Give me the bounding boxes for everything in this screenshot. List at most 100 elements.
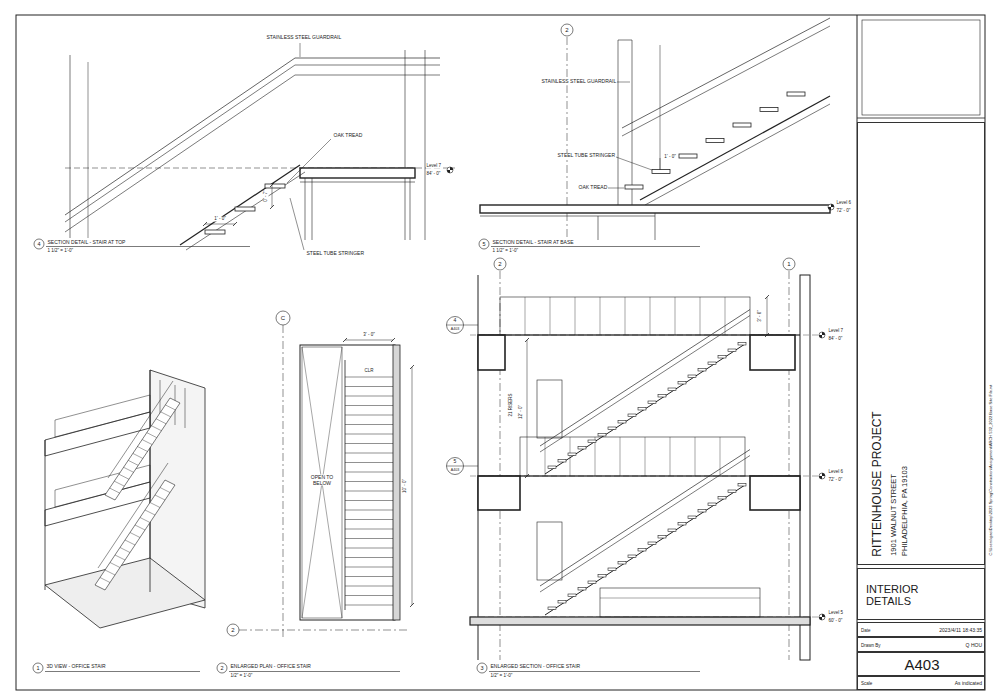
- level-marker: [819, 617, 822, 620]
- level-marker: [819, 476, 822, 479]
- grid-label: 2: [565, 27, 569, 34]
- view-number: 3: [480, 665, 484, 671]
- stringer-plate: [312, 178, 313, 240]
- dimension-tick: [410, 365, 414, 369]
- level-elevation: 72' - 0": [836, 209, 851, 214]
- slab-3d: [45, 558, 205, 628]
- level-name: Level 5: [828, 611, 844, 616]
- steel-tube-stringer: [545, 344, 745, 474]
- stair-enclosure: [300, 345, 395, 620]
- guardrail-post: [570, 437, 571, 476]
- level-marker: [447, 170, 450, 173]
- view-title: ENLARGED SECTION - OFFICE STAIR: [490, 664, 581, 670]
- callout-note: STAINLESS STEEL GUARDRAIL: [266, 35, 342, 41]
- plan-tread: [345, 529, 393, 530]
- callout-note: OAK TREAD: [578, 185, 608, 191]
- level-marker: [822, 473, 825, 476]
- tread-3d: [150, 503, 160, 508]
- guardrail-post: [725, 297, 726, 335]
- dimension-text: CLR: [364, 369, 374, 374]
- wall-line: [410, 178, 411, 240]
- view-number-bubble: [479, 239, 489, 249]
- tread-3d: [115, 555, 125, 560]
- grid-bubble: [227, 624, 239, 636]
- view-number-bubble: [33, 663, 43, 673]
- dimension-tick: [270, 205, 274, 209]
- oak-tread: [618, 562, 626, 565]
- furniture: [600, 588, 760, 617]
- plan-tread: [345, 605, 393, 606]
- view-number: 5: [482, 241, 486, 247]
- plan-tread: [345, 405, 393, 406]
- tread-3d: [138, 447, 148, 452]
- oak-tread: [558, 601, 566, 604]
- grid-bubble: [276, 311, 290, 325]
- oak-tread: [718, 497, 726, 500]
- guardrail-rail: [540, 450, 750, 587]
- plan-tread: [345, 538, 393, 539]
- title-block-edge: [857, 118, 985, 119]
- guardrail-rail: [540, 316, 750, 453]
- dimension-line: [527, 340, 528, 476]
- tread-3d: [133, 453, 143, 458]
- tread-3d: [151, 426, 161, 431]
- door: [537, 380, 562, 438]
- leader-line: [606, 188, 624, 189]
- tread-3d: [155, 495, 165, 500]
- tread-3d: [130, 533, 140, 538]
- slab-line: [300, 182, 415, 183]
- tread-3d: [128, 460, 138, 465]
- dimension-tick: [525, 338, 529, 342]
- tread-3d: [119, 474, 129, 479]
- oak-tread: [588, 581, 596, 584]
- guardrail-post: [575, 297, 576, 335]
- dimension-text: 1' - 0": [214, 217, 226, 222]
- guardrail-post: [625, 297, 626, 335]
- guardrail-3d: [108, 381, 173, 478]
- tread-3d: [147, 433, 157, 438]
- guardrail-rail: [622, 18, 830, 128]
- oak-tread: [688, 375, 696, 378]
- level-name: Level 6: [836, 201, 852, 206]
- oak-tread: [598, 575, 606, 578]
- leader-line: [616, 157, 652, 170]
- floor-opening: [302, 347, 342, 618]
- oak-tread: [608, 568, 616, 571]
- oak-tread: [728, 349, 736, 352]
- guardrail-post: [650, 297, 651, 335]
- level-name: Level 6: [828, 470, 844, 475]
- oak-tread: [760, 108, 778, 112]
- steel-tube-stringer: [180, 165, 300, 245]
- plan-tread: [345, 386, 393, 387]
- scale-row: ScaleAs indicated: [857, 676, 985, 690]
- dimension-text: 21 RISERS: [509, 393, 514, 417]
- stringer-plate: [305, 178, 306, 240]
- column-3d: [45, 440, 46, 590]
- oak-tread: [265, 184, 285, 188]
- tread-3d: [110, 488, 120, 493]
- dimension-line: [767, 297, 768, 335]
- oak-tread: [688, 516, 696, 519]
- level-marker: [819, 335, 822, 338]
- dimension-line: [205, 224, 235, 225]
- title-underline: [46, 246, 250, 247]
- dimension-line: [345, 340, 393, 341]
- plan-tread: [345, 557, 393, 558]
- oak-tread: [706, 139, 724, 143]
- plan-tread: [345, 510, 393, 511]
- view-title: 3D VIEW - OFFICE STAIR: [46, 664, 106, 670]
- oak-tread: [578, 447, 586, 450]
- guardrail-post: [620, 437, 621, 476]
- slab-edge: [750, 476, 800, 510]
- guardrail-rail: [622, 26, 830, 136]
- tread-3d: [156, 419, 166, 424]
- view-scale: 1 1/2" = 1'-0": [47, 249, 74, 254]
- guardrail-post: [550, 297, 551, 335]
- oak-tread: [568, 594, 576, 597]
- plan-tread: [345, 567, 393, 568]
- tread-3d: [100, 578, 110, 583]
- leader-line: [287, 139, 331, 183]
- view-number: 4: [37, 241, 41, 247]
